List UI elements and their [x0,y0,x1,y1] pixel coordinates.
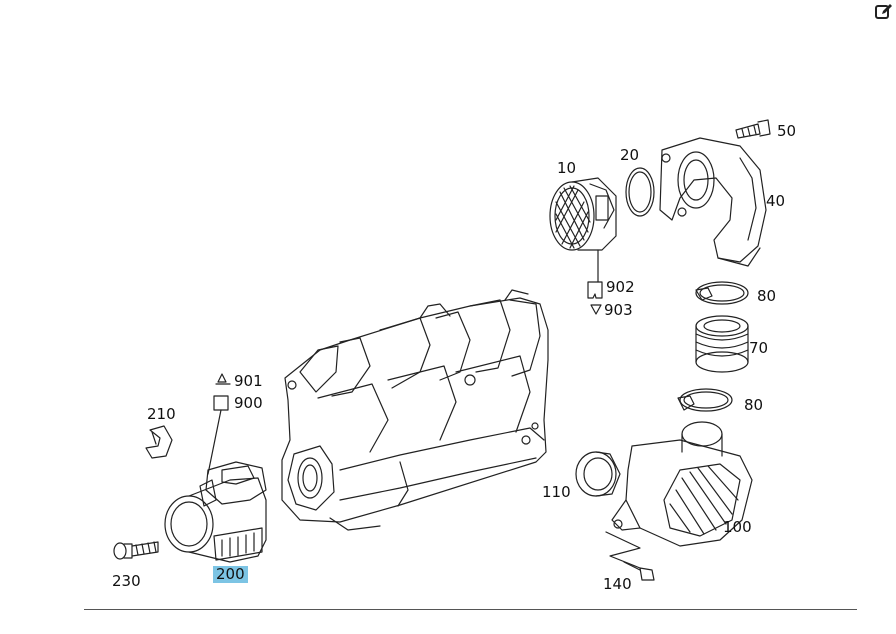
edit-icon[interactable] [874,2,894,22]
callout-901[interactable]: 901 [234,372,263,390]
screw-230 [114,542,158,559]
seal-ring-20 [626,168,654,216]
hose-clamp-80-lower [678,389,732,411]
callout-70[interactable]: 70 [749,339,769,357]
callout-80-lower[interactable]: 80 [744,396,764,414]
bottom-divider [84,609,857,610]
callout-40[interactable]: 40 [766,192,786,210]
callout-80-upper[interactable]: 80 [757,287,777,305]
air-mass-sensor [550,178,616,282]
callout-50[interactable]: 50 [777,122,797,140]
callout-902[interactable]: 902 [606,278,635,296]
intake-manifold [282,290,548,530]
bolt-50 [736,120,770,138]
throttle-body [165,462,266,562]
rubber-hose-70 [696,316,748,372]
callout-140[interactable]: 140 [603,575,632,593]
bolt-140 [606,532,654,580]
intake-housing-100 [612,422,752,546]
clip-210 [146,426,172,458]
callout-903[interactable]: 903 [604,301,633,319]
callout-230[interactable]: 230 [112,572,141,590]
callout-110[interactable]: 110 [542,483,571,501]
callout-900[interactable]: 900 [234,394,263,412]
callout-200[interactable]: 200 [213,566,248,583]
callout-210[interactable]: 210 [147,405,176,423]
connector-900-901 [208,374,230,474]
callout-20[interactable]: 20 [620,146,640,164]
sealing-ring-110 [576,452,620,496]
connector-902-903 [588,282,602,314]
callout-10[interactable]: 10 [557,159,577,177]
air-duct-40 [660,138,766,266]
callout-100[interactable]: 100 [723,518,752,536]
hose-clamp-80-upper [696,282,748,304]
